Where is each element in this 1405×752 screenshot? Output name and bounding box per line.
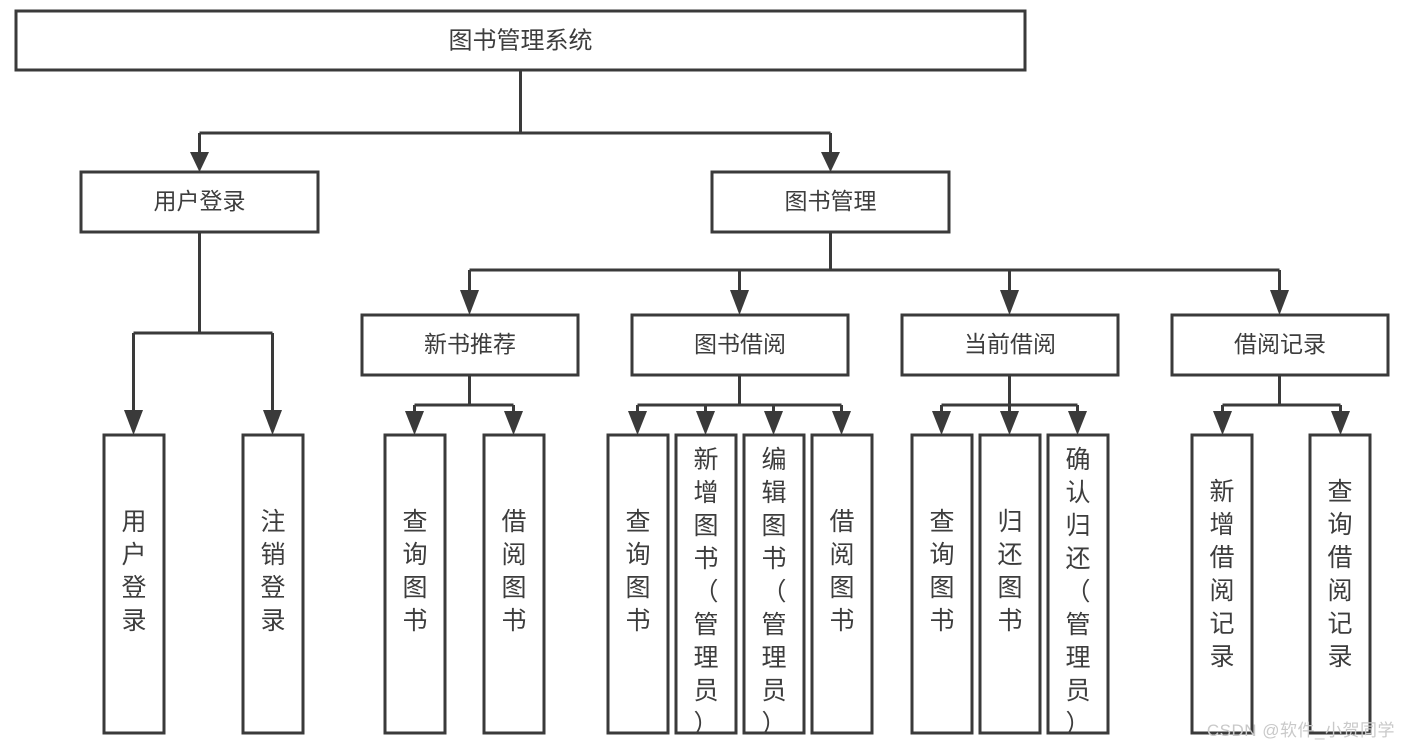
leaf-user-login-label: 用户登录 xyxy=(121,508,146,635)
leaf-query-book-3-box[interactable] xyxy=(910,433,974,735)
node-book-management-label: 图书管理 xyxy=(785,188,877,214)
leaf-query-book-2-box[interactable] xyxy=(606,433,670,735)
node-current-borrow[interactable]: 当前借阅 xyxy=(900,313,1120,377)
arrow-head-current-borrow xyxy=(1000,290,1019,315)
leaf-borrow-book-1-box[interactable] xyxy=(482,433,546,735)
leaf-return-book[interactable]: 归还图书 xyxy=(978,433,1042,735)
leaf-borrow-book-1-label: 借阅图书 xyxy=(501,508,526,635)
leaf-borrow-book-2[interactable]: 借阅图书 xyxy=(810,433,874,735)
watermark-credit: CSDN @软件_小贺同学 xyxy=(1206,721,1395,740)
leaf-query-book-2-label: 查询图书 xyxy=(625,508,650,635)
leaf-borrow-book-2-box[interactable] xyxy=(810,433,874,735)
node-book-management-box[interactable] xyxy=(710,170,951,234)
leaf-add-book-label: 新增图书（管理员） xyxy=(693,446,718,738)
node-book-borrow-label: 图书借阅 xyxy=(694,331,786,357)
leaf-add-record[interactable]: 新增借阅记录 xyxy=(1190,433,1254,735)
leaf-edit-book-box[interactable] xyxy=(742,433,806,735)
leaf-edit-book[interactable]: 编辑图书（管理员） xyxy=(742,433,806,738)
leaf-confirm-return-box[interactable] xyxy=(1046,433,1110,735)
node-user-login[interactable]: 用户登录 xyxy=(79,170,320,234)
arrow-head-leaf-return-book xyxy=(1000,411,1019,435)
leaf-logout-login-label: 注销登录 xyxy=(260,508,285,635)
arrow-head-leaf-add-record xyxy=(1213,411,1232,435)
leaf-logout-login[interactable]: 注销登录 xyxy=(241,433,305,735)
arrow-head-leaf-user-login xyxy=(124,410,143,435)
node-user-login-box[interactable] xyxy=(79,170,320,234)
leaf-query-book-1[interactable]: 查询图书 xyxy=(383,433,447,735)
leaf-query-record[interactable]: 查询借阅记录 xyxy=(1308,433,1372,735)
connectors xyxy=(124,70,1350,435)
leaf-user-login-box[interactable] xyxy=(102,433,166,735)
leaf-query-record-label: 查询借阅记录 xyxy=(1327,478,1352,671)
arrow-head-leaf-edit-book xyxy=(764,411,783,435)
arrow-head-book-borrow xyxy=(730,290,749,315)
node-new-book-recommend[interactable]: 新书推荐 xyxy=(360,313,580,377)
arrow-head-book-management xyxy=(821,152,840,172)
node-new-book-recommend-label: 新书推荐 xyxy=(424,331,516,357)
leaf-query-book-1-label: 查询图书 xyxy=(402,508,427,635)
arrow-head-leaf-borrow-book-2 xyxy=(832,411,851,435)
leaf-add-record-box[interactable] xyxy=(1190,433,1254,735)
leaf-edit-book-label: 编辑图书（管理员） xyxy=(761,446,786,738)
node-borrow-record-label: 借阅记录 xyxy=(1234,331,1326,357)
arrow-head-leaf-borrow-book-1 xyxy=(504,411,523,435)
arrow-head-leaf-logout-login xyxy=(263,410,282,435)
arrow-head-leaf-confirm-return xyxy=(1068,411,1087,435)
arrow-head-leaf-query-book-2 xyxy=(628,411,647,435)
leaf-confirm-return-label: 确认归还（管理员） xyxy=(1065,446,1090,738)
leaf-query-record-box[interactable] xyxy=(1308,433,1372,735)
node-user-login-label: 用户登录 xyxy=(154,188,246,214)
node-book-management[interactable]: 图书管理 xyxy=(710,170,951,234)
node-book-borrow-box[interactable] xyxy=(630,313,850,377)
leaf-add-book-box[interactable] xyxy=(674,433,738,735)
node-root-label: 图书管理系统 xyxy=(449,27,593,54)
node-current-borrow-label: 当前借阅 xyxy=(964,331,1056,357)
arrow-head-leaf-query-book-3 xyxy=(932,411,951,435)
leaf-confirm-return[interactable]: 确认归还（管理员） xyxy=(1046,433,1110,738)
leaf-query-book-1-box[interactable] xyxy=(383,433,447,735)
leaf-add-book[interactable]: 新增图书（管理员） xyxy=(674,433,738,738)
leaf-borrow-book-1[interactable]: 借阅图书 xyxy=(482,433,546,735)
leaf-borrow-book-2-label: 借阅图书 xyxy=(829,508,854,635)
node-root-box[interactable] xyxy=(14,9,1027,72)
node-root[interactable]: 图书管理系统 xyxy=(14,9,1027,72)
node-current-borrow-box[interactable] xyxy=(900,313,1120,377)
leaf-user-login[interactable]: 用户登录 xyxy=(102,433,166,735)
leaf-return-book-label: 归还图书 xyxy=(997,508,1022,635)
node-borrow-record-box[interactable] xyxy=(1170,313,1390,377)
arrow-head-leaf-query-record xyxy=(1331,411,1350,435)
leaf-return-book-box[interactable] xyxy=(978,433,1042,735)
leaf-query-book-3-label: 查询图书 xyxy=(929,508,954,635)
arrow-head-new-book-recommend xyxy=(460,290,479,315)
leaf-query-book-3[interactable]: 查询图书 xyxy=(910,433,974,735)
arrow-head-leaf-add-book xyxy=(696,411,715,435)
arrow-head-borrow-record xyxy=(1270,290,1289,315)
leaf-logout-login-box[interactable] xyxy=(241,433,305,735)
node-new-book-recommend-box[interactable] xyxy=(360,313,580,377)
leaf-add-record-label: 新增借阅记录 xyxy=(1209,478,1234,671)
arrow-head-user-login xyxy=(190,152,209,172)
node-borrow-record[interactable]: 借阅记录 xyxy=(1170,313,1390,377)
leaf-query-book-2[interactable]: 查询图书 xyxy=(606,433,670,735)
arrow-head-leaf-query-book-1 xyxy=(405,411,424,435)
node-book-borrow[interactable]: 图书借阅 xyxy=(630,313,850,377)
